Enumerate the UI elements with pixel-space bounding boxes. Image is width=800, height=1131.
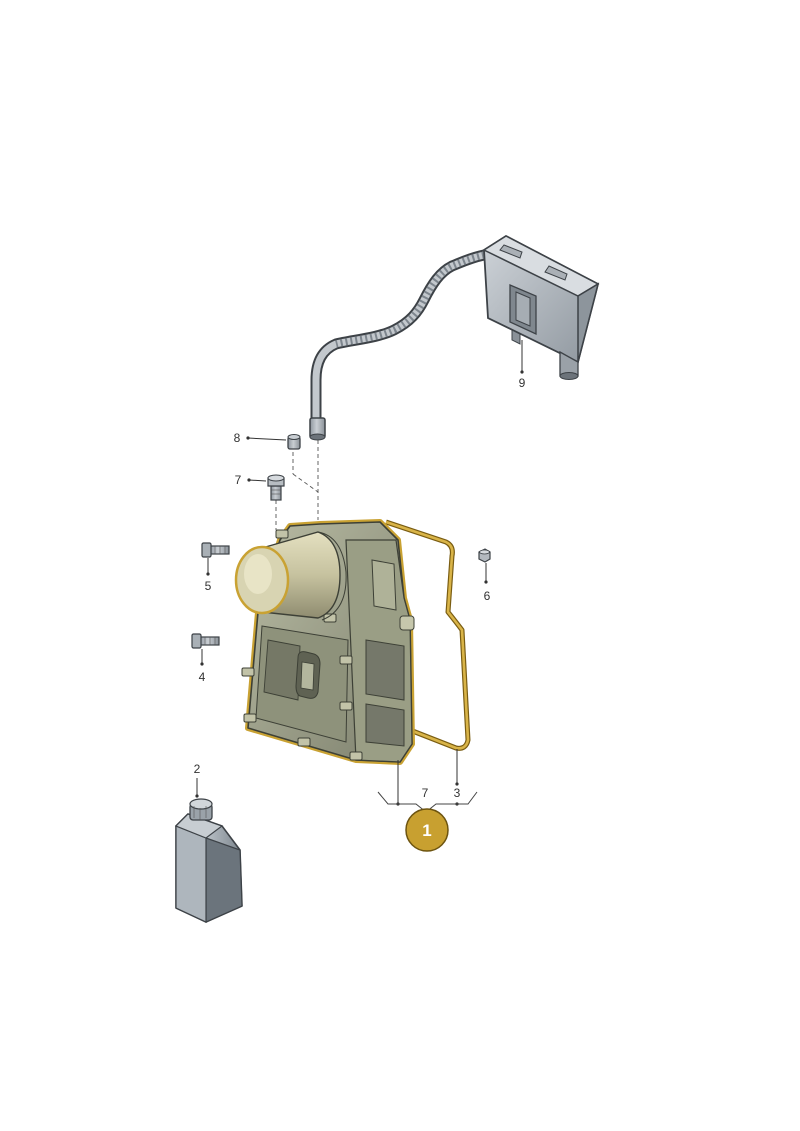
callout-2: 2 xyxy=(194,762,201,776)
control-unit xyxy=(309,234,600,441)
callout-4: 4 xyxy=(199,670,206,684)
bolt-top-part xyxy=(267,474,285,501)
badge-1[interactable]: 1 xyxy=(405,808,449,852)
callout-1: 1 xyxy=(422,821,431,840)
bolt-5-part xyxy=(201,542,230,558)
oil-bottle xyxy=(174,798,243,923)
callout-8: 8 xyxy=(234,431,241,445)
bolt-4-part xyxy=(191,633,220,649)
callout-5: 5 xyxy=(205,579,212,593)
callout-7-bolt: 7 xyxy=(235,473,242,487)
callout-6: 6 xyxy=(484,589,491,603)
callout-3: 3 xyxy=(454,786,461,800)
callout-9: 9 xyxy=(519,376,526,390)
callout-7-group: 7 xyxy=(422,786,429,800)
cap-part xyxy=(287,434,301,450)
group-bracket xyxy=(377,791,478,813)
assembly-lines xyxy=(275,440,319,530)
mechatronic-unit xyxy=(234,519,415,765)
nut-6-part xyxy=(478,548,491,563)
